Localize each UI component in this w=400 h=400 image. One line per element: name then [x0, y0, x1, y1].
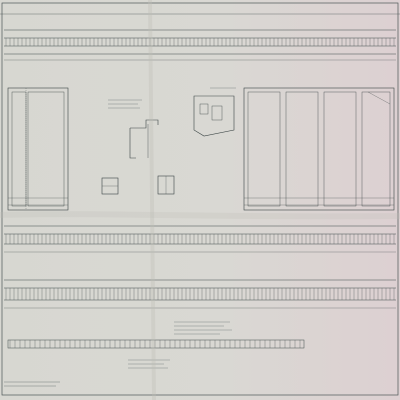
middle-gridline-elevation: [4, 225, 396, 253]
lower-gridline-elevation: [4, 279, 396, 309]
title-strip: [4, 381, 60, 387]
left-elevation-panel: [7, 87, 69, 211]
notes-block: [128, 321, 232, 369]
center-detail-sketches: [101, 87, 236, 195]
bottom-plan-strip: [7, 339, 305, 349]
top-gridline-elevation: [4, 29, 396, 61]
right-elevation-panel: [243, 87, 395, 211]
